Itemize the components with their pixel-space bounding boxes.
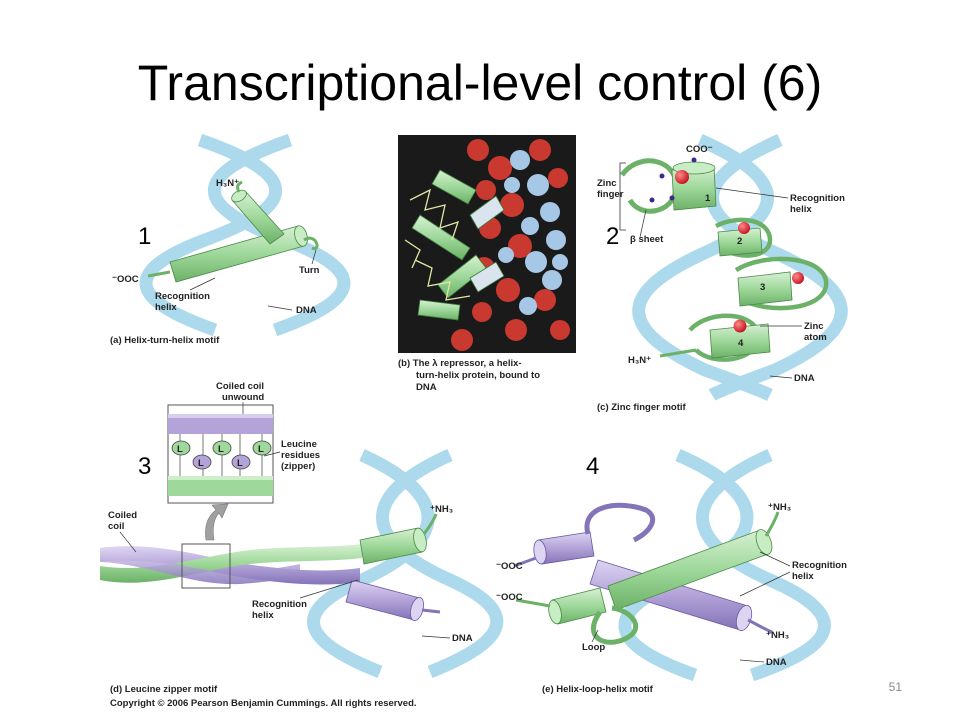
zinc-atom-label-line1: Zinc [804, 321, 824, 332]
h3n-label: H₃N⁺ [628, 355, 651, 366]
coiled-coil-label-line1: Coiled [108, 510, 137, 521]
ooc-label-1: ⁻OOC [496, 561, 523, 572]
recognition-label-line2: helix [252, 610, 274, 621]
coiled-unwound-label-line2: unwound [222, 392, 264, 403]
turn-label: Turn [299, 265, 320, 276]
zoom-box [181, 543, 231, 589]
marker-2: 2 [606, 223, 619, 250]
recognition-label-line2: helix [155, 302, 177, 313]
leucine-letter: L [218, 444, 224, 455]
h3n-tail [236, 180, 243, 193]
leucine-label-line3: (zipper) [281, 461, 315, 472]
panel-b-caption-line2: turn-helix protein, bound to [416, 370, 540, 381]
dna-label: DNA [794, 373, 815, 384]
leucine-letter: L [237, 458, 243, 469]
panel-b-caption-line3: DNA [416, 382, 437, 393]
zipper-inset: L L L L L [167, 404, 274, 504]
recognition-label-line1: Recognition [252, 599, 307, 610]
recognition-label-line1: Recognition [792, 560, 847, 571]
panel-leucine-zipper: L L L L L Coiled coil unwound Leucine re… [100, 381, 504, 695]
zoom-arrow [205, 503, 229, 541]
finger-number-1: 1 [705, 193, 711, 204]
green-helices [513, 511, 780, 645]
zinc-finger-label-line2: finger [597, 189, 624, 200]
nh3-label: ⁺NH₃ [430, 504, 453, 515]
loop-label: Loop [582, 642, 605, 653]
protein-backbone-ribbon [404, 188, 471, 301]
panel-a-caption: (a) Helix-turn-helix motif [110, 335, 220, 346]
recognition-label-line2: helix [792, 571, 814, 582]
ooc-label-2: ⁻OOC [496, 592, 523, 603]
purple-helices [533, 502, 773, 634]
recognition-helix-cylinder [169, 225, 308, 283]
panel-b-caption-line1: (b) The λ repressor, a helix- [398, 358, 522, 369]
zinc-finger-3 [734, 256, 829, 311]
leucine-label-line1: Leucine [281, 439, 317, 450]
beta-sheet-label: β sheet [630, 234, 664, 245]
dna-label: DNA [766, 657, 787, 668]
panel-helix-turn-helix: H₃N⁺ ⁻OOC Turn Recognition helix DNA (a)… [110, 133, 351, 346]
finger-number-2: 2 [737, 236, 742, 247]
copyright-notice: Copyright © 2006 Pearson Benjamin Cummin… [110, 698, 417, 709]
recognition-label-line1: Recognition [790, 193, 845, 204]
panel-lambda-repressor: (b) The λ repressor, a helix- turn-helix… [398, 135, 576, 393]
ooc-tail [147, 270, 171, 278]
leucine-letter: L [258, 444, 264, 455]
ooc-label: ⁻OOC [112, 274, 139, 285]
marker-4: 4 [586, 453, 599, 480]
panel-c-caption: (c) Zinc finger motif [597, 402, 687, 413]
page-number: 51 [888, 680, 902, 694]
green-recognition-helix [359, 513, 438, 565]
marker-3: 3 [138, 453, 151, 480]
leucine-label-line2: residues [281, 450, 320, 461]
panel-helix-loop-helix: ⁺NH₃ ⁻OOC ⁻OOC Recognition helix ⁺NH₃ Lo… [496, 449, 847, 695]
panel-zinc-finger: 1 2 3 4 COO⁻ Zinc finger β sheet Recogni… [597, 134, 848, 413]
leucine-letter: L [198, 458, 204, 469]
recognition-label-line1: Recognition [155, 291, 210, 302]
zinc-finger-1 [619, 157, 717, 214]
zinc-atom-label-line2: atom [804, 332, 827, 343]
panel-d-caption: (d) Leucine zipper motif [110, 684, 218, 695]
dna-label: DNA [296, 305, 317, 316]
dna-label: DNA [452, 633, 473, 644]
first-helix-cylinder [231, 189, 285, 245]
nh3-top-label: ⁺NH₃ [768, 502, 791, 513]
protein-cylinders [411, 169, 505, 321]
finger-number-3: 3 [760, 282, 765, 293]
dna-double-helix [307, 449, 504, 679]
coo-label: COO⁻ [686, 144, 713, 155]
recognition-label-line2: helix [790, 204, 812, 215]
panel-e-caption: (e) Helix-loop-helix motif [542, 684, 654, 695]
finger-number-4: 4 [738, 338, 744, 349]
coiled-coil-label-line2: coil [108, 521, 124, 532]
zinc-finger-2 [714, 217, 773, 258]
zinc-finger-4 [659, 313, 771, 362]
coiled-coil [100, 544, 362, 585]
nh3-bottom-label: ⁺NH₃ [766, 630, 789, 641]
turn-loop [303, 236, 319, 250]
h3n-label: H₃N⁺ [216, 178, 239, 189]
leucine-letter: L [177, 444, 183, 455]
slide-title: Transcriptional-level control (6) [137, 55, 823, 111]
zinc-finger-label-line1: Zinc [597, 178, 617, 189]
marker-1: 1 [138, 223, 151, 250]
zinc-atom [675, 170, 689, 184]
purple-recognition-helix [345, 579, 441, 622]
coiled-unwound-label-line1: Coiled coil [216, 381, 264, 392]
leucine-residues [171, 440, 272, 470]
